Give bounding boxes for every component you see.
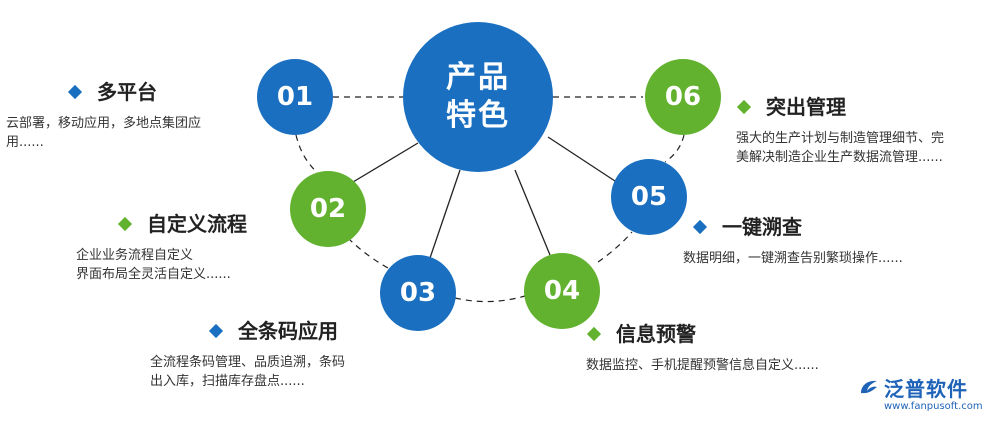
- feature-title-01: 多平台: [97, 80, 157, 104]
- node-06-number: 06: [664, 82, 702, 112]
- brand-url: www.fanpusoft.com: [884, 401, 983, 412]
- node-01-circle: 01: [257, 59, 333, 135]
- node-01-number: 01: [276, 82, 314, 112]
- feature-desc-05-line1: 数据明细，一键溯查告别繁琐操作......: [683, 251, 903, 266]
- node-02-number: 02: [309, 194, 347, 224]
- node-04-number: 04: [543, 276, 581, 306]
- feature-desc-01-line2: 用......: [6, 135, 44, 150]
- feature-desc-02-line1: 企业业务流程自定义: [76, 248, 194, 263]
- feature-desc-06-line1: 强大的生产计划与制造管理细节、完: [736, 131, 945, 146]
- feature-title-03: 全条码应用: [238, 319, 338, 343]
- feature-desc-01-line1: 云部署，移动应用，多地点集团应: [6, 116, 202, 131]
- feature-desc-03: 全流程条码管理、品质追溯，条码 出入库，扫描库存盘点......: [150, 353, 345, 391]
- node-03-number: 03: [399, 278, 437, 308]
- feature-title-02: 自定义流程: [147, 212, 247, 236]
- feature-desc-05: 数据明细，一键溯查告别繁琐操作......: [683, 249, 903, 268]
- feature-desc-01: 云部署，移动应用，多地点集团应 用......: [6, 114, 201, 152]
- node-05-circle: 05: [611, 159, 687, 235]
- fanpu-logo-icon: [861, 380, 877, 393]
- feature-desc-02: 企业业务流程自定义 界面布局全灵活自定义......: [76, 246, 231, 284]
- feature-desc-03-line2: 出入库，扫描库存盘点......: [150, 374, 305, 389]
- node-06-circle: 06: [645, 59, 721, 135]
- node-03-circle: 03: [380, 255, 456, 331]
- feature-desc-06-line2: 美解决制造企业生产数据流管理......: [736, 150, 943, 165]
- center-circle: 产品 特色: [403, 22, 553, 172]
- feature-desc-06: 强大的生产计划与制造管理细节、完 美解决制造企业生产数据流管理......: [736, 129, 944, 167]
- feature-desc-04-line1: 数据监控、手机提醒预警信息自定义......: [586, 358, 819, 373]
- brand-logo: 泛普软件 www.fanpusoft.com: [858, 373, 983, 412]
- feature-title-06: 突出管理: [766, 95, 846, 119]
- brand-name: 泛普软件: [884, 377, 968, 401]
- node-02-circle: 02: [290, 171, 366, 247]
- feature-title-04: 信息预警: [616, 322, 696, 346]
- center-label-line1: 产品: [446, 60, 510, 95]
- feature-desc-02-line2: 界面布局全灵活自定义......: [76, 267, 231, 282]
- feature-desc-04: 数据监控、手机提醒预警信息自定义......: [586, 356, 819, 375]
- feature-title-05: 一键溯查: [722, 215, 802, 239]
- feature-desc-03-line1: 全流程条码管理、品质追溯，条码: [150, 355, 346, 370]
- center-label-line2: 特色: [446, 98, 510, 133]
- node-05-number: 05: [630, 182, 668, 212]
- node-04-circle: 04: [524, 253, 600, 329]
